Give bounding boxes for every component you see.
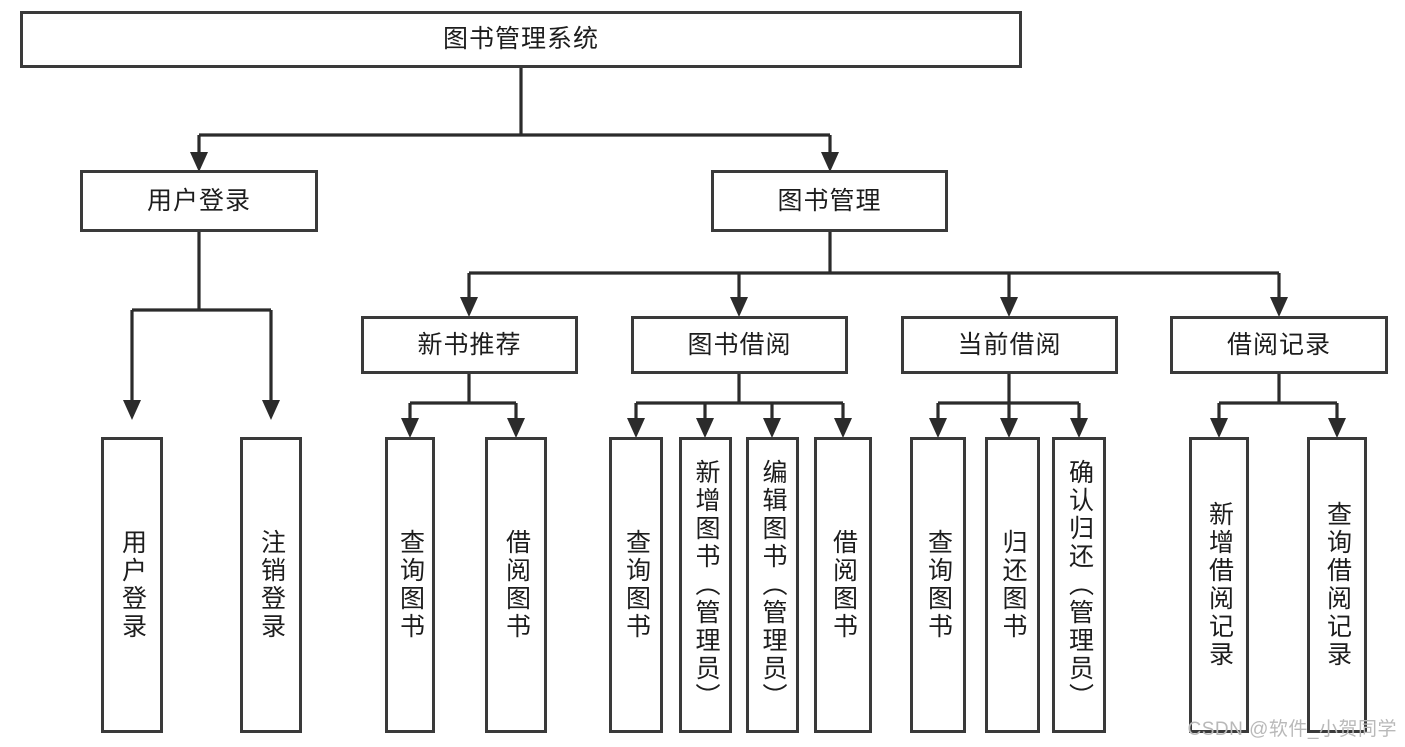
node-new-book-recommend[interactable]: 新书推荐 — [361, 316, 578, 374]
leaf-query-book-recommend-label: 查询图书 — [396, 529, 425, 641]
node-user-login-label: 用户登录 — [146, 186, 251, 215]
node-current-borrow[interactable]: 当前借阅 — [901, 316, 1118, 374]
leaf-borrow-book-recommend-label: 借阅图书 — [502, 529, 531, 641]
leaf-query-book-borrow-label: 查询图书 — [622, 529, 651, 641]
leaf-logout-label: 注销登录 — [257, 529, 286, 641]
leaf-user-login[interactable]: 用户登录 — [101, 437, 163, 733]
leaf-add-borrow-record[interactable]: 新增借阅记录 — [1189, 437, 1249, 733]
leaf-return-book-label: 归还图书 — [999, 529, 1027, 641]
leaf-add-book-admin-label: 新增图书（管理员） — [692, 459, 720, 711]
node-current-borrow-label: 当前借阅 — [957, 330, 1062, 359]
leaf-query-book-current[interactable]: 查询图书 — [910, 437, 966, 733]
node-new-book-recommend-label: 新书推荐 — [417, 330, 522, 359]
node-borrow-record[interactable]: 借阅记录 — [1170, 316, 1388, 374]
leaf-query-borrow-record[interactable]: 查询借阅记录 — [1307, 437, 1367, 733]
leaf-add-book-admin[interactable]: 新增图书（管理员） — [679, 437, 732, 733]
leaf-return-book[interactable]: 归还图书 — [985, 437, 1040, 733]
node-root[interactable]: 图书管理系统 — [20, 11, 1022, 68]
node-borrow-record-label: 借阅记录 — [1226, 330, 1331, 359]
leaf-query-book-borrow[interactable]: 查询图书 — [609, 437, 663, 733]
leaf-query-book-current-label: 查询图书 — [924, 529, 953, 641]
leaf-logout[interactable]: 注销登录 — [240, 437, 302, 733]
node-book-borrow[interactable]: 图书借阅 — [631, 316, 848, 374]
leaf-borrow-book[interactable]: 借阅图书 — [814, 437, 872, 733]
leaf-user-login-label: 用户登录 — [118, 529, 147, 641]
node-book-management-label: 图书管理 — [777, 186, 882, 215]
node-root-label: 图书管理系统 — [442, 25, 599, 54]
node-user-login[interactable]: 用户登录 — [80, 170, 318, 232]
leaf-edit-book-admin-label: 编辑图书（管理员） — [759, 459, 787, 711]
leaf-add-borrow-record-label: 新增借阅记录 — [1205, 501, 1234, 669]
leaf-query-book-recommend[interactable]: 查询图书 — [385, 437, 435, 733]
node-book-management[interactable]: 图书管理 — [711, 170, 948, 232]
leaf-edit-book-admin[interactable]: 编辑图书（管理员） — [746, 437, 799, 733]
leaf-borrow-book-recommend[interactable]: 借阅图书 — [485, 437, 547, 733]
leaf-confirm-return-admin-label: 确认归还（管理员） — [1065, 459, 1094, 711]
node-book-borrow-label: 图书借阅 — [687, 330, 792, 359]
leaf-borrow-book-label: 借阅图书 — [829, 529, 858, 641]
leaf-query-borrow-record-label: 查询借阅记录 — [1323, 501, 1352, 669]
leaf-confirm-return-admin[interactable]: 确认归还（管理员） — [1052, 437, 1106, 733]
watermark: CSDN @软件_小贺同学 — [1187, 719, 1397, 740]
